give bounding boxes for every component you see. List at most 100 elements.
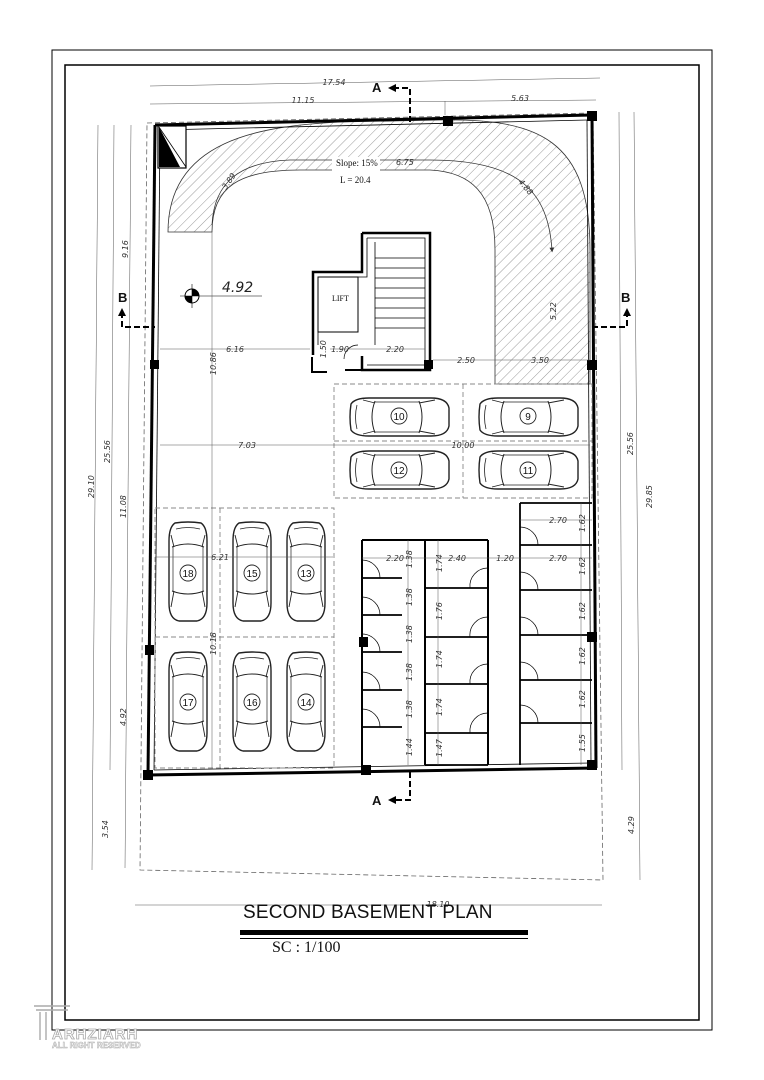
elevation-value: 4.92 <box>222 280 253 296</box>
svg-text:1.74: 1.74 <box>435 650 444 668</box>
parked-car-13: 13 <box>286 521 326 622</box>
svg-text:A: A <box>372 793 382 808</box>
plan-title: SECOND BASEMENT PLAN <box>243 902 493 923</box>
svg-text:B: B <box>621 290 630 305</box>
dimension-lines <box>91 77 641 906</box>
dim-top-total: 17.54 <box>323 78 346 87</box>
section-marker-a-bottom: A <box>372 772 411 808</box>
parking-number-17: 17 <box>182 698 194 709</box>
parked-car-9: 9 <box>478 397 579 437</box>
svg-text:B: B <box>118 290 127 305</box>
svg-text:1.62: 1.62 <box>578 557 587 575</box>
dim-right-inner: 25.56 <box>626 432 635 455</box>
dim-350: 3.50 <box>531 356 549 365</box>
parking-number-16: 16 <box>246 698 258 709</box>
dim-left-outer: 29.10 <box>87 475 96 498</box>
parking-number-12: 12 <box>393 466 405 477</box>
dim-bottom-total: 18.10 <box>427 900 450 909</box>
dim-150: 1.50 <box>319 340 328 358</box>
dim-1000: 10.00 <box>452 441 475 450</box>
dim-top-left: 11.15 <box>292 96 315 105</box>
dim-1086: 10.86 <box>209 352 218 375</box>
stair-lift-core <box>311 231 432 373</box>
title-underline-thin <box>240 938 528 939</box>
dim-190: 1.90 <box>331 345 349 354</box>
parked-car-10: 10 <box>349 397 450 437</box>
dim-1018: 10.18 <box>209 632 218 655</box>
dim-left-bottom: 3.54 <box>101 820 110 838</box>
structural-columns <box>143 111 597 780</box>
svg-text:1.62: 1.62 <box>578 602 587 620</box>
ramp-arrow-line <box>211 159 555 253</box>
watermark-logo-mark <box>34 1005 70 1040</box>
dim-220-store: 2.20 <box>386 554 404 563</box>
elevation-marker <box>180 284 262 308</box>
dim-616: 6.16 <box>226 345 244 354</box>
dim-left-low: 4.92 <box>119 708 128 726</box>
dim-240: 2.40 <box>448 554 466 563</box>
svg-text:1.38: 1.38 <box>405 700 414 718</box>
svg-text:1.38: 1.38 <box>405 550 414 568</box>
parking-number-15: 15 <box>246 569 258 580</box>
section-marker-b-left: B <box>118 290 155 328</box>
parking-number-18: 18 <box>182 569 194 580</box>
svg-text:1.38: 1.38 <box>405 625 414 643</box>
title-underline-thick <box>240 930 528 935</box>
svg-text:1.76: 1.76 <box>435 602 444 620</box>
parking-number-11: 11 <box>523 466 534 477</box>
svg-text:1.55: 1.55 <box>578 734 587 752</box>
dim-621: 6.21 <box>211 553 229 562</box>
parked-car-14: 14 <box>286 651 326 752</box>
dim-220-top: 2.20 <box>386 345 404 354</box>
ramp-dim-vertical: 5.22 <box>549 302 558 320</box>
parking-number-13: 13 <box>300 569 312 580</box>
dim-left-inner: 25.56 <box>103 440 112 463</box>
dim-right-bottom: 4.29 <box>627 816 636 834</box>
sheet-outer-border <box>51 49 713 1031</box>
svg-text:1.74: 1.74 <box>435 698 444 716</box>
storage-dims-col1: 1.38 1.38 1.38 1.38 1.38 1.44 <box>405 550 414 756</box>
section-marker-a-top: A <box>372 80 411 122</box>
dim-270-b: 2.70 <box>549 554 567 563</box>
parked-car-17: 17 <box>168 651 208 752</box>
svg-text:1.62: 1.62 <box>578 690 587 708</box>
lift-label: LIFT <box>332 294 349 303</box>
watermark-rights: ALL RIGHT RESERVED <box>52 1041 141 1051</box>
storage-dims-col3: 1.62 1.62 1.62 1.62 1.62 1.55 <box>578 514 587 752</box>
svg-text:1.38: 1.38 <box>405 663 414 681</box>
dim-left-top: 9.16 <box>121 240 130 258</box>
ramp-slope-label: Slope: 15% <box>336 158 378 168</box>
parked-car-15: 15 <box>232 521 272 622</box>
plan-scale: SC : 1/100 <box>272 939 341 956</box>
storage-rooms <box>361 502 592 766</box>
svg-text:1.44: 1.44 <box>405 738 414 756</box>
ramp-label-bg <box>332 157 380 187</box>
dim-left-mid: 11.08 <box>119 495 128 518</box>
watermark-name: ARHZIARH <box>52 1026 139 1044</box>
svg-text:1.47: 1.47 <box>435 738 444 757</box>
parked-car-12: 12 <box>349 450 450 490</box>
svg-text:A: A <box>372 80 382 95</box>
svg-text:1.62: 1.62 <box>578 514 587 532</box>
parked-car-11: 11 <box>478 450 579 490</box>
parking-bays <box>154 383 593 769</box>
sheet-inner-border <box>64 64 700 1021</box>
svg-text:1.74: 1.74 <box>435 554 444 572</box>
dim-right-outer: 29.85 <box>645 485 654 508</box>
dim-120: 1.20 <box>496 554 514 563</box>
dim-250: 2.50 <box>457 356 475 365</box>
ramp-dim-top: 6.75 <box>396 158 414 167</box>
parked-car-16: 16 <box>232 651 272 752</box>
parking-number-9: 9 <box>525 412 531 423</box>
section-marker-b-right: B <box>592 290 631 328</box>
parking-number-10: 10 <box>393 412 405 423</box>
parked-car-18: 18 <box>168 521 208 622</box>
dim-703: 7.03 <box>238 441 256 450</box>
storage-dims-col2: 1.74 1.76 1.74 1.74 1.47 <box>435 554 444 757</box>
svg-text:1.62: 1.62 <box>578 647 587 665</box>
svg-text:1.38: 1.38 <box>405 588 414 606</box>
dim-270-a: 2.70 <box>549 516 567 525</box>
dim-top-right: 5.63 <box>511 94 529 103</box>
ramp-length-label: L = 20.4 <box>340 175 371 185</box>
